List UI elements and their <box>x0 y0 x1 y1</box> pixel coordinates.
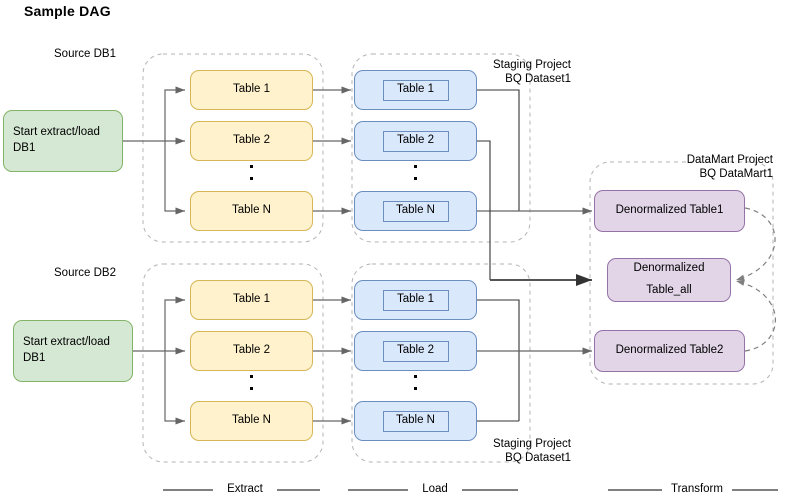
load-bottom-table-n-inner: Table N <box>382 410 449 432</box>
group-label-staging-bottom: Staging Project BQ Dataset1 <box>493 438 571 465</box>
extract-top-ellipsis <box>244 165 258 180</box>
node-label: Table N <box>232 204 271 217</box>
datamart-denormalized-table-all[interactable]: Denormalized Table_all <box>607 258 731 302</box>
extract-top-table-2[interactable]: Table 2 <box>190 121 313 161</box>
group-source-db1 <box>142 53 324 243</box>
phase-label-transform: Transform <box>662 483 732 495</box>
load-bottom-ellipsis <box>408 375 422 390</box>
datamart-denormalized-table1[interactable]: Denormalized Table1 <box>594 190 745 232</box>
group-label-source-db1: Source DB1 <box>54 48 117 60</box>
load-top-table-2-inner: Table 2 <box>382 130 449 152</box>
page-title: Sample DAG <box>24 3 111 19</box>
extract-bottom-table-n[interactable]: Table N <box>190 401 313 441</box>
start-node-db2[interactable]: Start extract/load DB1 <box>13 320 133 382</box>
group-staging-bottom <box>351 263 531 463</box>
load-bottom-table-n[interactable]: Table N <box>354 401 477 441</box>
node-label: Table 1 <box>232 83 271 96</box>
group-source-db2 <box>142 263 324 463</box>
extract-bottom-table-2[interactable]: Table 2 <box>190 331 313 371</box>
load-top-table-2[interactable]: Table 2 <box>354 121 477 161</box>
node-label: Table 2 <box>232 344 271 357</box>
load-top-table-1[interactable]: Table 1 <box>354 70 477 110</box>
dashed-edge-table2-to-tableall <box>735 279 776 352</box>
start-node-db2-label: Start extract/load DB1 <box>23 336 110 364</box>
load-bottom-table-2[interactable]: Table 2 <box>354 331 477 371</box>
load-top-ellipsis <box>408 165 422 180</box>
group-staging-top <box>351 53 531 243</box>
node-label: Table 1 <box>232 293 271 306</box>
load-top-table-n-inner: Table N <box>382 200 449 222</box>
datamart-denormalized-table2[interactable]: Denormalized Table2 <box>594 330 745 372</box>
node-label: Table 2 <box>232 134 271 147</box>
extract-bottom-table-1[interactable]: Table 1 <box>190 280 313 320</box>
extract-top-table-1[interactable]: Table 1 <box>190 70 313 110</box>
extract-top-table-n[interactable]: Table N <box>190 191 313 231</box>
group-label-staging-top: Staging Project BQ Dataset1 <box>493 59 571 86</box>
phase-label-extract: Extract <box>213 483 277 495</box>
phase-label-load: Load <box>408 483 462 495</box>
load-top-table-1-inner: Table 1 <box>382 79 449 101</box>
load-bottom-table-1-inner: Table 1 <box>382 289 449 311</box>
group-label-datamart: DataMart Project BQ DataMart1 <box>686 154 773 181</box>
node-label: Denormalized Table2 <box>615 344 724 357</box>
start-node-db1[interactable]: Start extract/load DB1 <box>3 110 123 172</box>
load-bottom-table-1[interactable]: Table 1 <box>354 280 477 320</box>
group-label-source-db2: Source DB2 <box>54 267 117 279</box>
group-datamart <box>589 161 774 385</box>
load-bottom-table-2-inner: Table 2 <box>382 340 449 362</box>
start-node-db1-label: Start extract/load DB1 <box>13 126 100 154</box>
extract-bottom-ellipsis <box>244 375 258 390</box>
node-label: Denormalized Table1 <box>615 204 724 217</box>
dashed-edge-table1-to-tableall <box>735 207 776 281</box>
load-top-table-n[interactable]: Table N <box>354 191 477 231</box>
node-label-line1: Denormalized <box>633 262 705 275</box>
node-label-line2: Table_all <box>646 284 692 296</box>
node-label: Table N <box>232 414 271 427</box>
